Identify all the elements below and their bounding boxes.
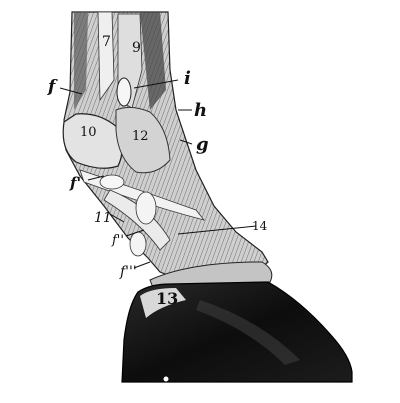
label-g: g xyxy=(196,134,209,155)
leader-f1 xyxy=(87,175,105,181)
label-f-triple-prime: f''' xyxy=(119,264,137,280)
label-13: 13 xyxy=(156,289,178,308)
label-f-double-prime: f'' xyxy=(111,233,124,248)
pastern-bone xyxy=(115,106,171,174)
hoof-dot xyxy=(163,376,169,382)
tendon-mid xyxy=(97,11,115,102)
leader-i xyxy=(133,79,179,89)
sesamoid-oval-3 xyxy=(129,231,147,257)
leader-g xyxy=(179,139,193,145)
label-14: 14 xyxy=(252,219,268,233)
label-f-prime: f' xyxy=(69,174,81,192)
label-10: 10 xyxy=(80,125,97,140)
leader-f2 xyxy=(125,229,145,237)
ligament-band-2 xyxy=(103,189,171,251)
label-12: 12 xyxy=(132,129,149,144)
hoof-highlight xyxy=(196,300,300,365)
label-7: 7 xyxy=(102,34,111,50)
leader-f xyxy=(59,87,83,95)
leader-11 xyxy=(109,213,125,223)
hoof-wall-upper xyxy=(140,288,186,318)
tendon-left xyxy=(74,12,88,110)
label-11: 11 xyxy=(94,210,112,226)
leader-f3 xyxy=(133,261,151,269)
leader-14 xyxy=(177,225,257,235)
label-i: i xyxy=(184,68,191,89)
label-h: h xyxy=(194,100,207,121)
label-9: 9 xyxy=(132,40,141,56)
label-f: f xyxy=(47,77,58,97)
fetlock-joint xyxy=(62,113,123,169)
tendon-right xyxy=(140,12,166,110)
small-oval-i xyxy=(116,77,132,107)
sesamoid-oval-1 xyxy=(99,174,125,190)
sesamoid-oval-2 xyxy=(135,191,157,225)
